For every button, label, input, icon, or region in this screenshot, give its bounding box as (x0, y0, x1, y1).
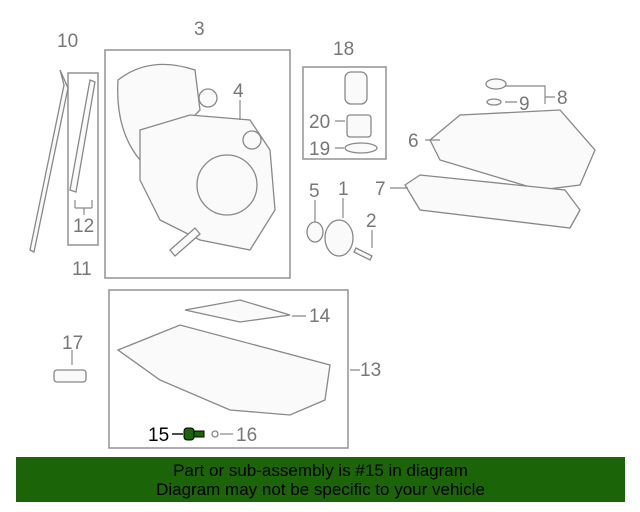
label-2: 2 (366, 211, 377, 232)
oil-filter-cap (344, 71, 368, 105)
label-11: 11 (72, 259, 92, 280)
seal-4 (198, 88, 218, 108)
o-ring-19 (344, 142, 378, 154)
label-16: 16 (236, 425, 257, 446)
part-info-banner: Part or sub-assembly is #15 in diagram D… (16, 457, 625, 502)
leader-12 (74, 200, 93, 215)
label-20: 20 (309, 112, 330, 133)
label-18: 18 (333, 39, 354, 60)
seal-ring (242, 130, 262, 150)
leaders-top-right (390, 85, 555, 189)
label-13: 13 (360, 360, 381, 381)
leaders-pan (292, 315, 360, 371)
label-3: 3 (194, 19, 205, 40)
dipstick (29, 69, 69, 253)
oil-pump (324, 219, 354, 257)
label-12: 12 (73, 216, 94, 237)
baffle-14 (184, 299, 291, 323)
oil-filter (346, 114, 372, 138)
label-4: 4 (233, 81, 244, 102)
valve-cover (429, 109, 596, 191)
label-1: 1 (338, 179, 349, 200)
washer-16 (211, 430, 219, 438)
leaders-pump (314, 198, 373, 248)
drain-plug-15 (183, 427, 195, 441)
label-9: 9 (519, 94, 530, 115)
dipstick-tube (69, 79, 96, 193)
part-17 (53, 369, 87, 383)
label-6: 6 (408, 131, 419, 152)
label-8: 8 (557, 88, 568, 109)
oil-cap-seal (486, 98, 502, 106)
label-5: 5 (309, 181, 320, 202)
label-14: 14 (309, 306, 331, 327)
bolt-2 (353, 247, 373, 261)
label-10: 10 (57, 31, 78, 52)
seal-5 (306, 221, 324, 243)
banner-line-1: Part or sub-assembly is #15 in diagram (173, 461, 468, 480)
timing-cover-seal (196, 154, 258, 216)
label-19: 19 (309, 139, 330, 160)
dipstick-tube-group-box (67, 72, 99, 246)
bolt-timing (169, 227, 201, 257)
label-17: 17 (62, 333, 83, 354)
valve-cover-gasket (404, 174, 581, 229)
drain-plug-thread (193, 430, 205, 438)
oil-cap (485, 78, 507, 90)
label-15: 15 (148, 425, 169, 446)
label-7: 7 (375, 179, 386, 200)
banner-line-2: Diagram may not be specific to your vehi… (156, 480, 485, 499)
oil-pan (116, 324, 331, 416)
leaders-19-20 (335, 120, 345, 149)
